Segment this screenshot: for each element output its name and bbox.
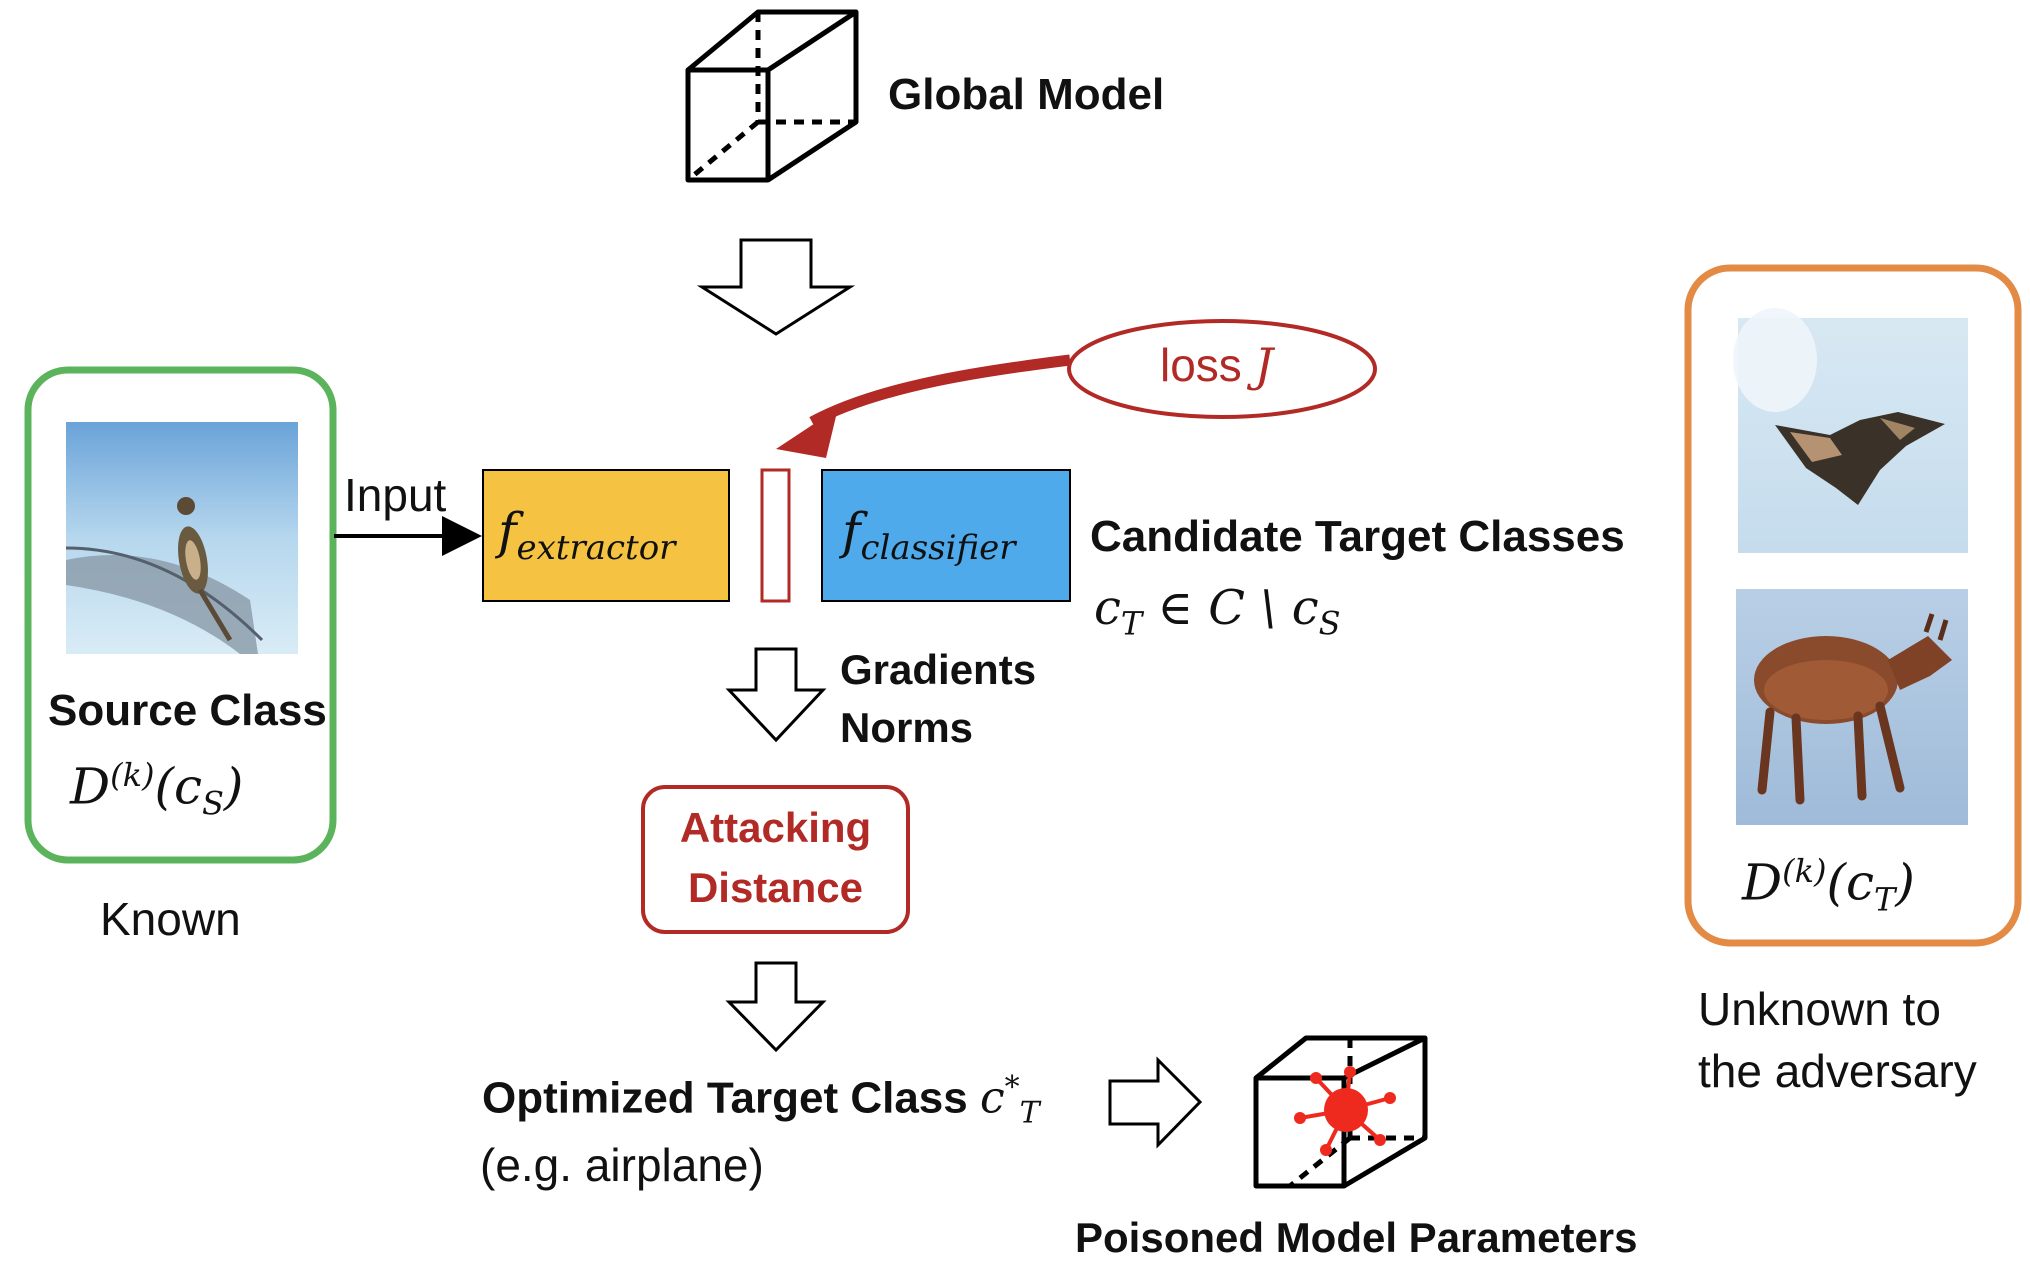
right-arrow-icon (1108, 1056, 1203, 1149)
target-arg: (c (1826, 853, 1874, 912)
candidate-c: c (1094, 580, 1121, 636)
attacking-distance-box (641, 785, 910, 934)
extractor-block (482, 469, 730, 602)
classifier-sub: classifier (860, 528, 1016, 568)
attacking-label: Attacking (679, 804, 872, 851)
down-arrow-icon (725, 647, 827, 743)
unknown-label-line2: the adversary (1698, 1045, 1977, 1097)
extractor-f: f (498, 502, 517, 560)
source-arg: (c (154, 757, 202, 816)
target-close: ) (1895, 853, 1915, 912)
down-arrow-icon (725, 961, 827, 1053)
loss-var: J (1254, 338, 1274, 392)
candidate-mid: ∈ C \ c (1142, 580, 1319, 636)
norms-label: Norms (840, 704, 974, 751)
distance-label: Distance (687, 864, 864, 911)
input-label: Input (344, 469, 447, 521)
extractor-label: fextractor (498, 502, 675, 568)
known-label: Known (100, 893, 241, 945)
feature-vector (760, 468, 791, 603)
global-model-label: Global Model (888, 70, 1165, 119)
candidate-math: cT ∈ C \ cS (1094, 580, 1341, 643)
optimized-title-text: Optimized Target Class (482, 1073, 980, 1123)
airplane-image (1733, 308, 1968, 553)
optimized-example: (e.g. airplane) (480, 1139, 764, 1191)
loss-text: loss (1160, 339, 1255, 391)
source-k: (k) (110, 756, 155, 794)
source-d: D (70, 757, 111, 816)
down-arrow-icon (696, 238, 856, 336)
loss-ellipse (1067, 319, 1377, 419)
virus-icon (1294, 1066, 1396, 1156)
optimized-c: c (979, 1072, 1005, 1124)
extractor-sub: extractor (516, 528, 676, 568)
source-class-title: Source Class (48, 686, 327, 735)
global-model-cube-icon (685, 9, 859, 183)
source-class-math: D(k)(cS) (70, 756, 243, 823)
gradients-label: Gradients (840, 646, 1037, 693)
target-k: (k) (1782, 852, 1827, 890)
loss-label: loss J (1160, 338, 1273, 392)
poisoned-model-cube-icon (1253, 1035, 1428, 1189)
optimized-title: Optimized Target Class c*T (482, 1070, 1040, 1130)
optimized-sub: T (1019, 1095, 1040, 1131)
unknown-label-line1: Unknown to (1698, 983, 1941, 1035)
optimized-sup: * (1004, 1070, 1020, 1105)
target-class-math: D(k)(cT) (1742, 852, 1915, 919)
source-class-box (24, 366, 337, 864)
candidate-s-sub: S (1318, 604, 1341, 643)
target-sub: T (1873, 880, 1896, 919)
loss-arrow-head-icon (776, 408, 838, 458)
classifier-f: f (842, 502, 861, 560)
bird-image (65, 422, 298, 654)
loss-arrow (809, 354, 1071, 427)
candidate-title: Candidate Target Classes (1090, 512, 1625, 561)
classifier-block (821, 469, 1071, 602)
classifier-label: fclassifier (842, 502, 1016, 568)
source-close: ) (223, 757, 244, 816)
source-sub: S (201, 784, 224, 823)
candidate-c-sub: T (1120, 604, 1143, 643)
deer-image (1736, 589, 1968, 825)
target-d: D (1742, 853, 1783, 912)
poisoned-label: Poisoned Model Parameters (1075, 1214, 1638, 1261)
target-class-box (1684, 264, 2022, 947)
